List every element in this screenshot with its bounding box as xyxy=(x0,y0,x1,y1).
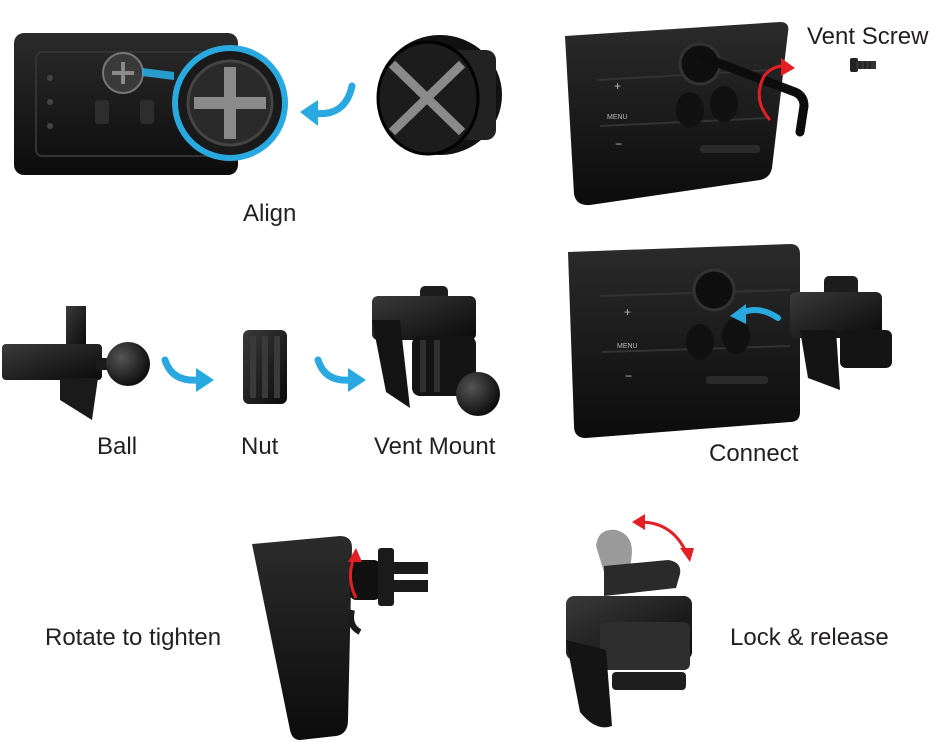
screw-icon xyxy=(850,58,876,72)
menu-button-label: MENU xyxy=(607,114,628,121)
vent-screw-step: + MENU − Vent Screw xyxy=(565,22,929,206)
align-label: Align xyxy=(243,200,296,227)
rotation-arrow-icon xyxy=(757,64,785,122)
curved-arrow-icon xyxy=(741,307,781,321)
lock-lever xyxy=(596,529,632,572)
vent-mount-label: Vent Mount xyxy=(374,433,496,460)
rotate-label: Rotate to tighten xyxy=(45,624,221,651)
device-side xyxy=(252,536,352,740)
ball-label: Ball xyxy=(97,433,137,460)
connect-label: Connect xyxy=(709,440,799,467)
lock-step: Lock & release xyxy=(566,514,889,728)
connect-step: + MENU − Connect xyxy=(568,244,892,467)
nut-part xyxy=(243,330,287,404)
magnified-socket xyxy=(172,45,288,161)
lock-label: Lock & release xyxy=(730,624,889,651)
menu-button-label: MENU xyxy=(617,343,638,350)
ball-part xyxy=(2,306,150,420)
vent-mount-attached xyxy=(790,276,892,390)
rotation-arrow-icon xyxy=(639,520,688,553)
vent-screw-label: Vent Screw xyxy=(807,23,929,50)
plus-button-label: + xyxy=(614,79,621,93)
assembly-step: Ball Nut Vent Mount xyxy=(2,286,500,460)
vent-mount-part xyxy=(372,286,500,416)
allen-key-icon xyxy=(700,53,809,137)
curved-arrow-icon xyxy=(161,356,202,384)
curved-arrow-icon xyxy=(314,356,354,384)
minus-button-label: − xyxy=(615,137,622,151)
minus-button-label: − xyxy=(625,369,632,383)
vent-screw-part xyxy=(376,35,502,156)
device-back-connect xyxy=(568,244,800,438)
plus-button-label: + xyxy=(624,305,631,319)
device-back-align xyxy=(14,33,238,175)
align-step: Align xyxy=(14,33,502,227)
rotate-step: Rotate to tighten xyxy=(45,536,428,740)
nut-label: Nut xyxy=(241,433,279,460)
